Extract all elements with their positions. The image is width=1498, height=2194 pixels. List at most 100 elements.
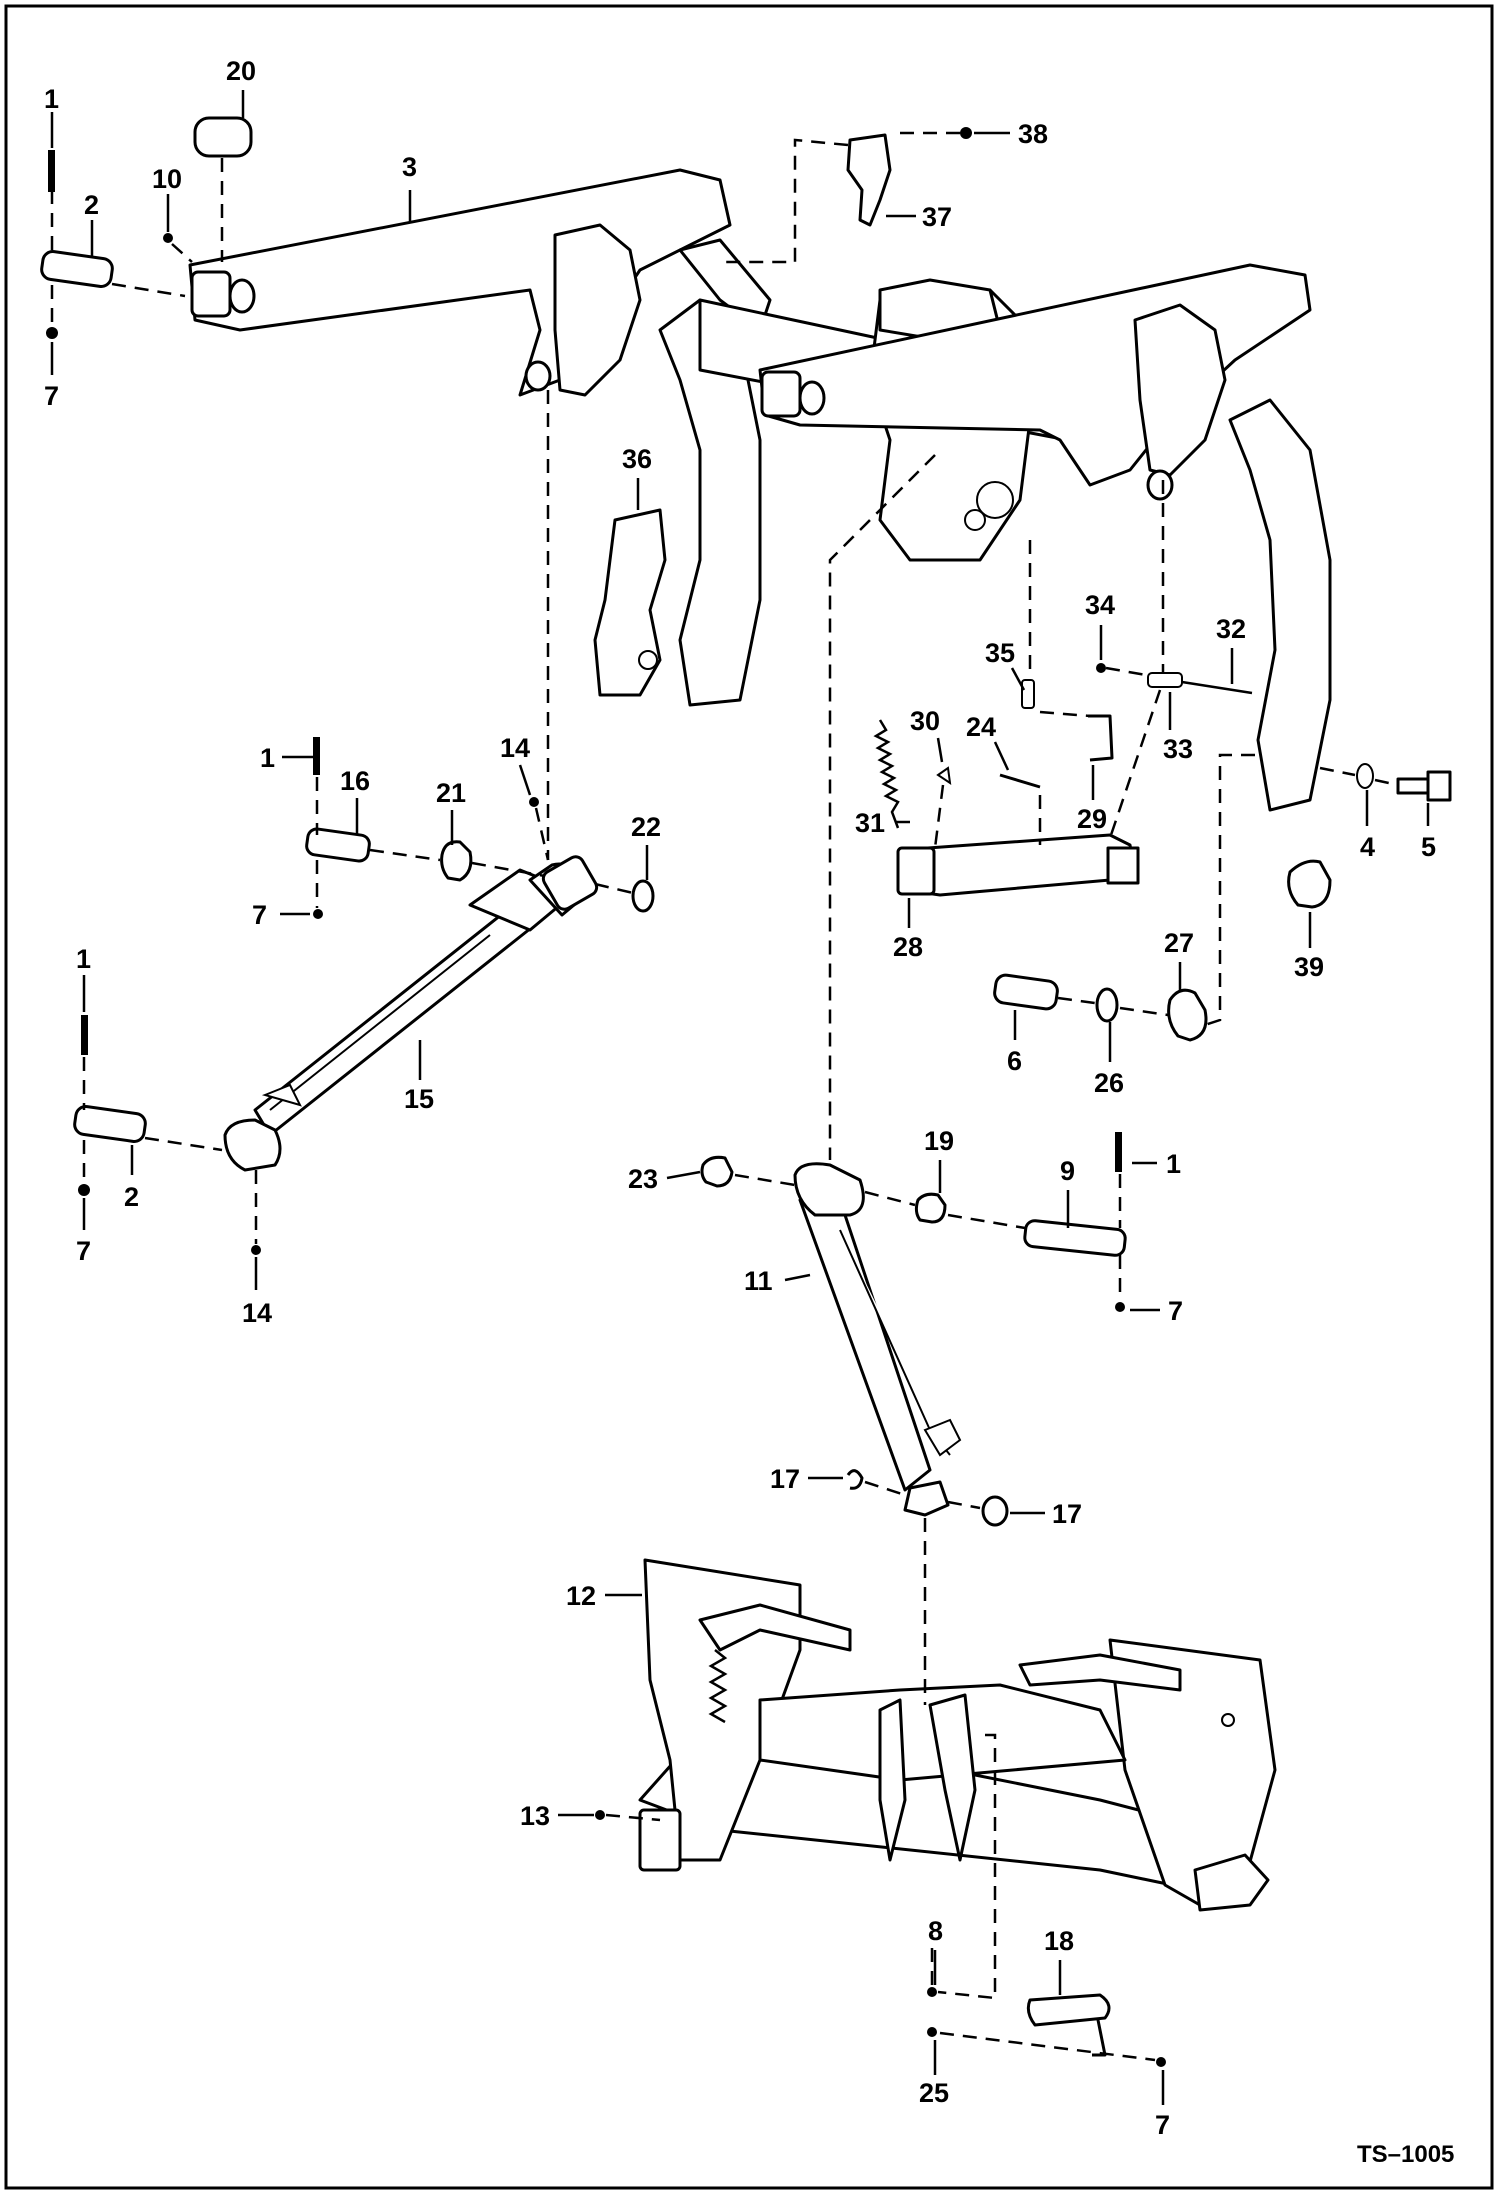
callout-7-right: 7 bbox=[1168, 1296, 1183, 1326]
nut-7-lower-left bbox=[78, 1184, 90, 1196]
callout-21: 21 bbox=[436, 778, 466, 808]
callout-2-lower: 2 bbox=[124, 1182, 139, 1212]
washer-4 bbox=[1356, 763, 1374, 789]
callout-numbers: 1 2 3 10 20 7 36 37 38 34 32 33 35 24 29… bbox=[44, 56, 1454, 2168]
right-arm-pivot-hole bbox=[798, 380, 826, 416]
line-bracket-29 bbox=[1039, 710, 1091, 718]
line-pin2-top bbox=[111, 282, 186, 298]
callout-25: 25 bbox=[919, 2078, 949, 2108]
bolt-32-shaft bbox=[1181, 680, 1253, 695]
callout-leaders bbox=[50, 90, 1430, 2105]
pin-16 bbox=[305, 827, 371, 863]
lift-arm-assembly bbox=[188, 168, 1332, 812]
bolt-1-right bbox=[1115, 1132, 1122, 1172]
center-bracket-hole-2 bbox=[964, 509, 986, 531]
line-washer13 bbox=[605, 1813, 661, 1822]
bracket-29 bbox=[1088, 714, 1114, 762]
nut-38 bbox=[960, 127, 972, 139]
right-arm-leg bbox=[1228, 398, 1332, 812]
tilt-cylinder-fitting bbox=[261, 1083, 302, 1107]
attach-plate-hole bbox=[1221, 1713, 1235, 1727]
line-pin2-lower bbox=[144, 1136, 223, 1152]
lift-cylinder-11 bbox=[793, 1162, 962, 1517]
leader-14a bbox=[518, 764, 532, 796]
line-bushing19 bbox=[864, 1190, 916, 1207]
washer-22 bbox=[631, 879, 655, 913]
attach-plate-tab-left bbox=[878, 1698, 907, 1862]
callout-3: 3 bbox=[402, 152, 417, 182]
spring-clip-24 bbox=[999, 773, 1041, 789]
callout-1: 1 bbox=[44, 84, 59, 114]
bolt-5 bbox=[1396, 770, 1452, 802]
callout-27: 27 bbox=[1164, 928, 1194, 958]
tilt-cylinder-hose bbox=[269, 934, 491, 1111]
nut-8 bbox=[927, 1987, 937, 1997]
callout-35: 35 bbox=[985, 638, 1015, 668]
lever-spring bbox=[708, 1649, 728, 1724]
line-washer22 bbox=[594, 882, 634, 895]
border-frame bbox=[4, 4, 1494, 2190]
callout-12: 12 bbox=[566, 1581, 596, 1611]
callout-4: 4 bbox=[1360, 832, 1375, 862]
leader-24 bbox=[993, 741, 1010, 771]
callout-2: 2 bbox=[84, 190, 99, 220]
callout-30: 30 bbox=[910, 706, 940, 736]
washer-13 bbox=[595, 1810, 605, 1820]
attach-plate-assembly bbox=[638, 1558, 1277, 1912]
leader-30 bbox=[936, 737, 944, 763]
bolt-1-top-left bbox=[48, 150, 55, 192]
stop-bracket bbox=[593, 508, 667, 697]
line-pin6-26-27 bbox=[1057, 996, 1169, 1017]
lift-cylinder-upper-end bbox=[793, 1162, 865, 1217]
callout-24: 24 bbox=[966, 712, 996, 742]
attach-plate-bottom-bar bbox=[638, 1808, 682, 1872]
right-arm-boss bbox=[1146, 469, 1174, 501]
pin-18 bbox=[1026, 1993, 1111, 2057]
bushing-19 bbox=[914, 1192, 947, 1224]
callout-1-right: 1 bbox=[1166, 1149, 1181, 1179]
callout-37: 37 bbox=[922, 202, 952, 232]
bolt-1-cyl bbox=[313, 737, 320, 775]
leader-23 bbox=[666, 1170, 701, 1180]
line-pin33-to-bar bbox=[1108, 689, 1162, 839]
left-lift-arm bbox=[188, 168, 732, 397]
callout-1-cylinder: 1 bbox=[260, 743, 275, 773]
callout-28: 28 bbox=[893, 932, 923, 962]
spring-pin-30 bbox=[936, 766, 952, 786]
callout-22: 22 bbox=[631, 812, 661, 842]
line-nut34 bbox=[1105, 666, 1147, 677]
nut-14-upper bbox=[529, 797, 539, 807]
left-arm-pivot-block bbox=[190, 270, 232, 318]
callout-13: 13 bbox=[520, 1801, 550, 1831]
line-center-to-cyl11 bbox=[828, 454, 936, 1160]
callout-31: 31 bbox=[855, 808, 885, 838]
stop-bracket-hole bbox=[638, 650, 658, 670]
pin-2-lower bbox=[73, 1105, 147, 1143]
lock-bracket-37 bbox=[846, 133, 892, 227]
washer-26 bbox=[1095, 987, 1119, 1023]
washer-10 bbox=[163, 233, 173, 243]
lift-cylinder-fitting bbox=[923, 1418, 962, 1457]
callout-34: 34 bbox=[1085, 590, 1115, 620]
callout-14-lower: 14 bbox=[242, 1298, 272, 1328]
assembly-lines bbox=[50, 131, 1399, 2062]
line-bushing27 bbox=[1204, 753, 1255, 1027]
left-arm-pivot-hole bbox=[228, 278, 256, 314]
linkage-bar-28-tab bbox=[1106, 846, 1140, 885]
line-snapring-right bbox=[947, 1500, 981, 1510]
right-arm-side-plate bbox=[1133, 303, 1227, 477]
line-washer4-bolt5 bbox=[1374, 778, 1399, 787]
pin-6 bbox=[993, 973, 1059, 1011]
callout-23: 23 bbox=[628, 1164, 658, 1194]
bolt-1-lower-left bbox=[81, 1015, 88, 1055]
attach-plate-left-frame bbox=[643, 1558, 802, 1862]
callout-7: 7 bbox=[44, 381, 59, 411]
pin-35 bbox=[1021, 679, 1035, 709]
line-right-leg-washer bbox=[1319, 766, 1356, 777]
callout-6: 6 bbox=[1007, 1046, 1022, 1076]
nut-25 bbox=[927, 2027, 937, 2037]
tilt-cylinder-base-end bbox=[223, 1118, 282, 1172]
nut-34 bbox=[1096, 663, 1106, 673]
nut-7-cyl bbox=[313, 909, 323, 919]
line-plate-to-pin18 bbox=[937, 1733, 997, 2000]
